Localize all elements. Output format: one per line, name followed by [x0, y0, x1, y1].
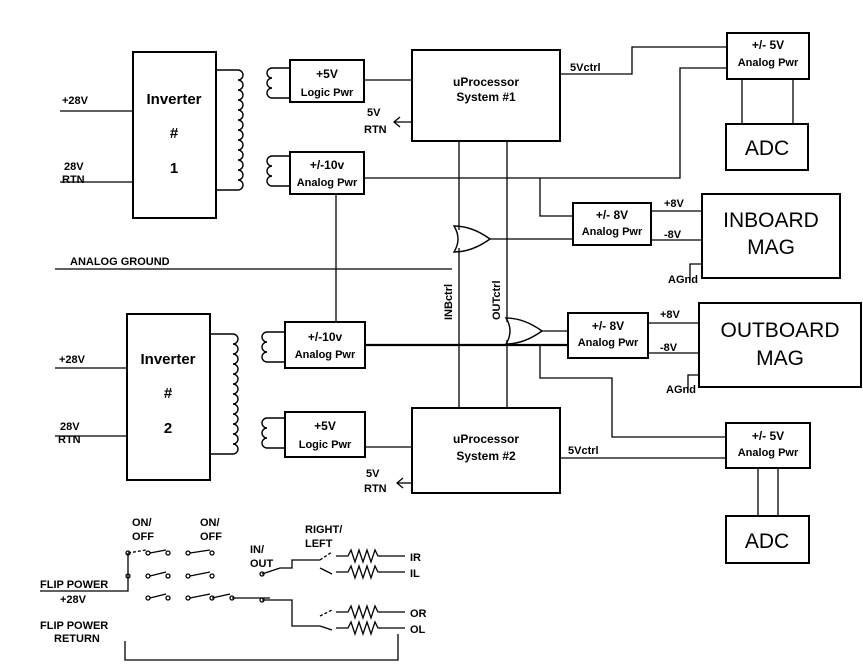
inboard-mag-box	[701, 193, 841, 279]
analog-power-5v-1-line1: +/- 5V	[752, 38, 784, 52]
analog-power-8v-2-negative: -8V	[660, 342, 678, 354]
switch-onoff-1-line1: ON/	[132, 517, 152, 529]
analog-power-8v-2-positive: +8V	[660, 309, 681, 321]
switch-rightleft-line2: LEFT	[305, 538, 333, 550]
analog-power-8v-1-negative: -8V	[664, 229, 682, 241]
analog-power-8v-2-box	[567, 312, 649, 359]
coil-ir-label: IR	[410, 552, 421, 564]
logic-power-1-line2: Logic Pwr	[301, 87, 354, 99]
logic-power-1-box	[289, 59, 365, 103]
logic-power-2-box	[284, 411, 366, 458]
inboard-mag-line2: MAG	[747, 236, 795, 259]
analog-power-10v-2-line2: Analog Pwr	[295, 349, 356, 361]
outboard-mag-line1: OUTBOARD	[720, 319, 839, 342]
analog-power-5v-2-line2: Analog Pwr	[738, 447, 799, 459]
outboard-mag-agnd: AGnd	[666, 384, 696, 396]
logic-power-1-rtn-line1: 5V	[367, 107, 381, 119]
analog10-1-coil-icon	[266, 155, 290, 187]
outboard-mag-box	[698, 302, 862, 388]
analog-power-10v-1-line1: +/-10v	[310, 158, 345, 172]
uprocessor-2-box	[411, 407, 561, 494]
analog-power-10v-1-line2: Analog Pwr	[297, 177, 358, 189]
or-gate-2-icon	[504, 317, 544, 345]
analog-power-10v-2-box	[284, 321, 366, 369]
outctrl-label: OUTctrl	[491, 280, 503, 320]
inbctrl-label: INBctrl	[443, 284, 455, 320]
coil-ol-label: OL	[410, 624, 426, 636]
switch-inout-line2: OUT	[250, 558, 274, 570]
flip-power-return-line1: FLIP POWER	[40, 620, 108, 632]
flip-power-voltage: +28V	[60, 594, 87, 606]
logic-power-1-rtn-line2: RTN	[364, 124, 387, 136]
analog-power-5v-1-line2: Analog Pwr	[738, 57, 799, 69]
flip-power-return-line2: RETURN	[54, 633, 100, 645]
inverter-2-input-positive: +28V	[59, 354, 86, 366]
analog-power-10v-1-box	[289, 151, 365, 195]
uprocessor-1-5vctrl: 5Vctrl	[570, 62, 601, 74]
uprocessor-2-line2: System #2	[456, 449, 516, 463]
inboard-mag-line1: INBOARD	[723, 209, 819, 232]
inverter-1-title: Inverter	[146, 91, 201, 108]
analog-power-8v-1-positive: +8V	[664, 198, 685, 210]
inverter-2-title: Inverter	[140, 351, 195, 368]
transformer-1-secondary-icon	[216, 69, 244, 191]
coil-il-label: IL	[410, 568, 420, 580]
logic-power-2-rtn-line1: 5V	[366, 468, 380, 480]
uprocessor-1-line2: System #1	[456, 90, 516, 104]
inverter-1-input-rtn-line2: RTN	[62, 174, 85, 186]
uprocessor-1-line1: uProcessor	[453, 75, 519, 89]
analog-power-5v-2-box	[725, 422, 811, 469]
inverter-1-number: 1	[170, 160, 178, 177]
inverter-1-box	[132, 51, 217, 219]
inverter-2-hash: #	[164, 385, 173, 402]
logic-power-2-line1: +5V	[314, 419, 336, 433]
transformer-2-secondary-icon	[210, 333, 239, 455]
analog-power-8v-1-box	[572, 202, 652, 246]
inverter-2-number: 2	[164, 420, 172, 437]
inverter-1-hash: #	[170, 125, 179, 142]
adc-1-label: ADC	[745, 137, 789, 160]
analog-power-5v-2-line1: +/- 5V	[752, 429, 784, 443]
inverter-2-box	[126, 313, 211, 481]
inverter-1-input-positive: +28V	[62, 95, 89, 107]
flip-power-label: FLIP POWER	[40, 579, 108, 591]
logic-power-1-line1: +5V	[316, 67, 338, 81]
switch-rightleft-line1: RIGHT/	[305, 524, 342, 536]
analog-ground-label: ANALOG GROUND	[70, 256, 170, 268]
rtn-arrow-2-icon	[395, 477, 404, 489]
inverter-2-input-rtn-line1: 28V	[60, 421, 80, 433]
outboard-mag-line2: MAG	[756, 347, 804, 370]
switch-contacts-icon	[40, 547, 405, 661]
switch-onoff-2-line1: ON/	[200, 517, 220, 529]
logic-2-coil-icon	[261, 417, 285, 449]
inboard-mag-agnd: AGnd	[668, 274, 698, 286]
analog-power-8v-1-line2: Analog Pwr	[582, 226, 643, 238]
analog-power-8v-1-line1: +/- 8V	[596, 208, 628, 222]
adc-1-box	[725, 123, 809, 171]
switch-onoff-2-line2: OFF	[200, 531, 222, 543]
inverter-2-input-rtn-line2: RTN	[58, 434, 81, 446]
logic-power-2-line2: Logic Pwr	[299, 439, 352, 451]
uprocessor-2-5vctrl: 5Vctrl	[568, 445, 599, 457]
switch-inout-line1: IN/	[250, 544, 264, 556]
analog-power-8v-2-line2: Analog Pwr	[578, 337, 639, 349]
logic-power-2-rtn-line2: RTN	[364, 483, 387, 495]
uprocessor-2-line1: uProcessor	[453, 432, 519, 446]
uprocessor-1-box	[411, 49, 561, 142]
coil-or-label: OR	[410, 608, 427, 620]
rtn-arrow-1-icon	[392, 116, 401, 128]
logic-1-coil-icon	[266, 67, 290, 99]
analog10-2-coil-icon	[261, 331, 285, 363]
or-gate-1-icon	[452, 225, 492, 253]
analog-power-8v-2-line1: +/- 8V	[592, 319, 624, 333]
analog-power-5v-1-box	[726, 32, 810, 80]
adc-2-box	[725, 515, 810, 564]
inverter-1-input-rtn-line1: 28V	[64, 161, 84, 173]
adc-2-label: ADC	[745, 530, 789, 553]
analog-power-10v-2-line1: +/-10v	[308, 330, 343, 344]
switch-onoff-1-line2: OFF	[132, 531, 154, 543]
